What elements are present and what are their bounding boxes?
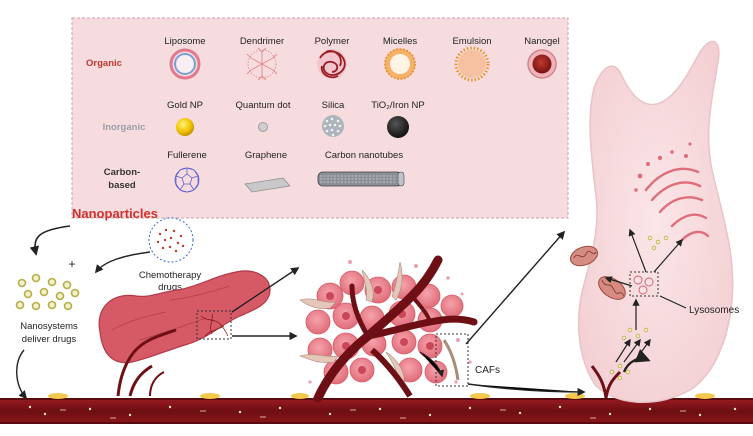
gold-np-label: Gold NP bbox=[167, 100, 203, 111]
carbon-row-label-line1: Carbon- bbox=[104, 167, 140, 178]
carbon-nanotubes-label: Carbon nanotubes bbox=[325, 150, 403, 161]
arrow-uptake bbox=[623, 338, 641, 363]
arrow-nanoparticles-to-nanosystems bbox=[29, 225, 71, 256]
chemotherapy-label-line2: drugs bbox=[158, 282, 182, 293]
nanosystems-label-line2: deliver drugs bbox=[22, 334, 77, 345]
emulsion-icon bbox=[454, 46, 490, 82]
arrow-pancreas-to-tumor-top bbox=[231, 267, 300, 313]
chemotherapy-label-line1: Chemotherapy bbox=[139, 270, 202, 281]
carbon-row-label-line2: based bbox=[108, 180, 136, 191]
arrow-caf-to-cell-bottom bbox=[467, 383, 586, 397]
lysosomes-label: Lysosomes bbox=[689, 305, 739, 316]
graphene-icon bbox=[244, 177, 291, 193]
arrow-to-er-right bbox=[653, 238, 683, 273]
blood-vessel bbox=[0, 393, 753, 424]
nanosystems-label-line1: Nanosystems bbox=[20, 321, 78, 332]
arrow-uptake-left bbox=[615, 338, 631, 363]
polymer-icon bbox=[317, 49, 347, 79]
tumor-microenvironment bbox=[299, 255, 478, 403]
legend-box bbox=[71, 17, 569, 219]
dendrimer-icon bbox=[246, 47, 278, 81]
lysosome-zoom-box bbox=[629, 271, 659, 297]
caf-zoom-box bbox=[435, 333, 469, 387]
plus-sign: + bbox=[68, 257, 75, 271]
arrow-tumor-inner bbox=[419, 351, 445, 378]
quantum-dot-label: Quantum dot bbox=[236, 100, 291, 111]
arrow-to-mitochondria bbox=[604, 276, 633, 287]
tio2-iron-np-label: TiO₂/Iron NP bbox=[371, 100, 424, 111]
graphene-label: Graphene bbox=[245, 150, 287, 161]
arrow-drugs-to-nanosystems bbox=[94, 251, 151, 274]
micelles-icon bbox=[384, 48, 416, 80]
cancer-cell bbox=[569, 40, 734, 403]
pancreas-organ bbox=[98, 270, 271, 397]
organic-row-label: Organic bbox=[86, 58, 122, 69]
nanoparticles-title: Nanoparticles bbox=[72, 206, 158, 221]
silica-icon bbox=[322, 115, 344, 137]
micelles-label: Micelles bbox=[383, 36, 418, 47]
polymer-label: Polymer bbox=[315, 36, 350, 47]
pancreas-zoom-box bbox=[196, 310, 232, 340]
gold-np-icon bbox=[176, 118, 194, 136]
emulsion-label: Emulsion bbox=[452, 36, 491, 47]
tio2-iron-np-icon bbox=[387, 116, 409, 138]
arrow-to-er bbox=[628, 228, 647, 273]
lysosomes-leader-line bbox=[659, 295, 687, 309]
carbon-nanotubes-icon bbox=[317, 171, 405, 187]
chemotherapy-drugs-icon bbox=[148, 217, 194, 263]
liposome-icon bbox=[169, 48, 201, 80]
fullerene-label: Fullerene bbox=[167, 150, 207, 161]
fullerene-icon bbox=[174, 167, 200, 193]
dendrimer-label: Dendrimer bbox=[240, 36, 284, 47]
arrow-endocytosis bbox=[622, 349, 651, 373]
nanogel-icon bbox=[527, 49, 557, 79]
inorganic-row-label: Inorganic bbox=[103, 122, 146, 133]
quantum-dot-icon bbox=[258, 122, 268, 132]
cafs-label: CAFs bbox=[475, 365, 500, 376]
arrow-caf-to-cell-top bbox=[465, 230, 566, 345]
arrow-nanosystems-to-vessel bbox=[16, 349, 28, 400]
nanogel-label: Nanogel bbox=[524, 36, 559, 47]
silica-label: Silica bbox=[322, 100, 345, 111]
nanosystems-icon bbox=[15, 273, 80, 311]
liposome-label: Liposome bbox=[164, 36, 205, 47]
